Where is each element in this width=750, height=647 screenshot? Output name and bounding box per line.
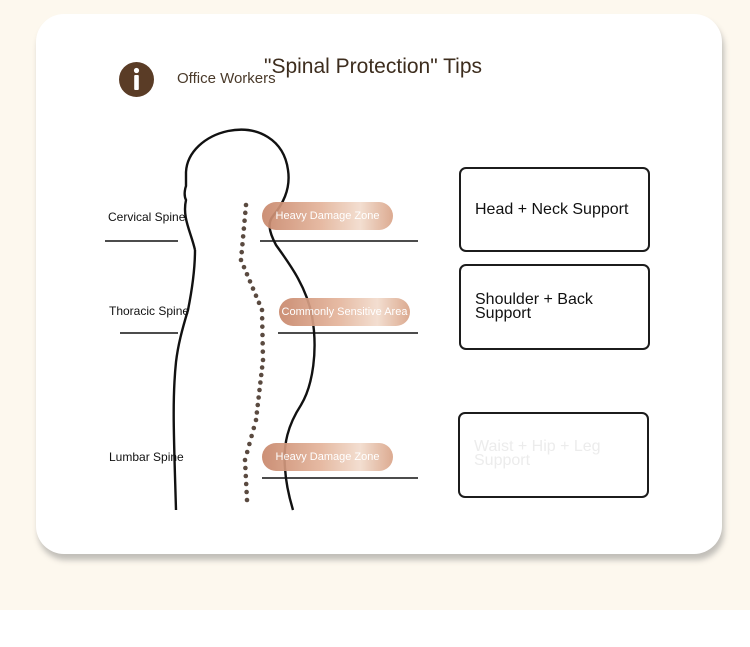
waist-hip-leg-support-box: Waist + Hip + Leg Support	[458, 412, 649, 498]
subtitle: Office Workers	[177, 70, 276, 87]
spine-dot	[242, 210, 248, 216]
spine-dot	[244, 489, 249, 495]
lumbar-spine-label: Lumbar Spine	[109, 450, 184, 464]
head-neck-support-label: Head + Neck Support	[475, 200, 629, 218]
spine-dot	[260, 324, 265, 329]
spine-dot	[243, 481, 249, 487]
spine-dot	[259, 365, 265, 370]
spine-dot	[243, 473, 249, 479]
spine-dot	[260, 341, 265, 346]
spine-dot	[243, 202, 249, 208]
spine-dot	[255, 402, 261, 408]
spine-dot	[243, 465, 248, 471]
spine-dot	[240, 241, 245, 247]
spine-dot	[259, 316, 265, 321]
head-neck-support-box: Head + Neck Support	[459, 167, 650, 252]
spine-dot	[251, 425, 257, 431]
spine-dot	[259, 307, 265, 313]
spine-dot	[253, 293, 259, 299]
lumbar-zone-badge: Heavy Damage Zone	[262, 443, 393, 471]
spine-dot	[254, 410, 260, 415]
thoracic-spine-label: Thoracic Spine	[109, 304, 190, 318]
spine-dot	[260, 349, 266, 354]
spine-dot	[239, 249, 245, 255]
page-title: "Spinal Protection" Tips	[264, 55, 483, 78]
spine-dot	[240, 234, 246, 239]
spine-dot	[241, 226, 247, 231]
cervical-spine-label: Cervical Spine	[108, 210, 186, 224]
spine-dot	[260, 332, 265, 338]
spine-dot	[238, 257, 244, 263]
spine-dot	[244, 449, 250, 455]
spine-dots	[238, 202, 266, 503]
shoulder-back-support-box: Shoulder + Back Support	[459, 264, 650, 350]
waist-hip-leg-support-label: Waist + Hip + Leg Support	[474, 438, 601, 469]
spine-dot	[257, 387, 262, 393]
shoulder-back-support-label: Shoulder + Back Support	[475, 291, 593, 322]
spine-dot	[249, 433, 254, 439]
spine-dot	[247, 441, 252, 447]
spine-dot	[260, 357, 266, 363]
spine-dot	[256, 395, 261, 400]
spine-dot	[247, 279, 253, 284]
spine-dot	[242, 457, 248, 463]
spine-dot	[244, 497, 250, 503]
spine-dot	[241, 264, 247, 270]
spine-dot	[250, 286, 256, 291]
spine-dot	[244, 271, 250, 277]
cervical-zone-badge: Heavy Damage Zone	[262, 202, 393, 230]
info-icon	[119, 62, 154, 97]
spine-dot	[253, 417, 259, 423]
spine-dot	[256, 300, 262, 306]
thoracic-zone-badge: Commonly Sensitive Area	[279, 298, 410, 326]
spine-dot	[258, 380, 263, 385]
spine-dot	[258, 372, 264, 378]
spine-dot	[242, 218, 247, 224]
